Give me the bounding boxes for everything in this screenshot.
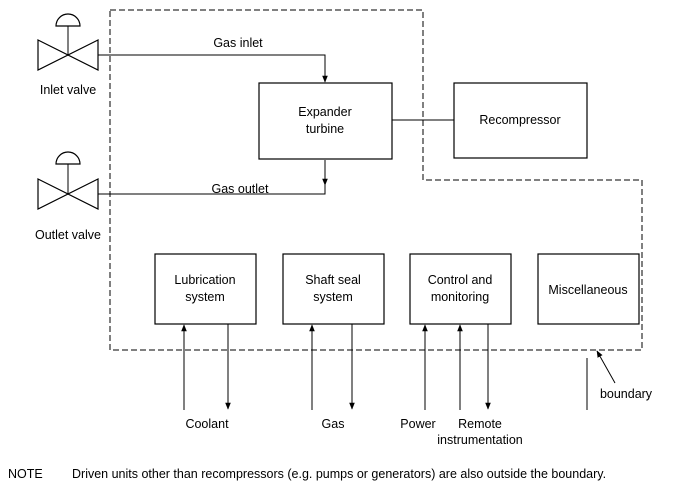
outlet-valve-label: Outlet valve bbox=[35, 228, 101, 242]
shaft-seal-label-line1: Shaft seal bbox=[305, 273, 361, 287]
boundary-pointer-arrow bbox=[596, 350, 616, 384]
gas-label: Gas bbox=[322, 417, 345, 431]
miscellaneous-box bbox=[537, 253, 640, 325]
inlet-valve-label: Inlet valve bbox=[40, 83, 96, 97]
recompressor-box bbox=[453, 82, 588, 159]
power-label: Power bbox=[400, 417, 435, 431]
remote-label-line1: Remote bbox=[458, 417, 502, 431]
outlet-valve-icon bbox=[37, 151, 99, 210]
gas-outlet-line bbox=[98, 185, 326, 195]
lubrication-box bbox=[154, 253, 257, 325]
miscellaneous-label: Miscellaneous bbox=[548, 283, 627, 297]
gas-inlet-label: Gas inlet bbox=[213, 36, 263, 50]
coolant-label: Coolant bbox=[185, 417, 229, 431]
shaft-seal-label-line2: system bbox=[313, 290, 353, 304]
system-boundary bbox=[109, 9, 643, 351]
expander-turbine-box bbox=[258, 82, 393, 160]
lubrication-label-line2: system bbox=[185, 290, 225, 304]
expander-label-line1: Expander bbox=[298, 105, 352, 119]
note-label: NOTE bbox=[8, 467, 43, 481]
control-label-line1: Control and bbox=[428, 273, 493, 287]
gas-outlet-label: Gas outlet bbox=[212, 182, 270, 196]
control-label-line2: monitoring bbox=[431, 290, 489, 304]
gas-inlet-line bbox=[98, 54, 328, 83]
note-text: Driven units other than recompressors (e… bbox=[72, 467, 606, 481]
boundary-label: boundary bbox=[600, 387, 653, 401]
shaft-seal-box bbox=[282, 253, 385, 325]
recompressor-label: Recompressor bbox=[479, 113, 560, 127]
lubrication-label-line1: Lubrication bbox=[174, 273, 235, 287]
remote-label-line2: instrumentation bbox=[437, 433, 523, 447]
expander-label-line2: turbine bbox=[306, 122, 344, 136]
inlet-valve-icon bbox=[37, 13, 99, 71]
control-monitoring-box bbox=[409, 253, 512, 325]
